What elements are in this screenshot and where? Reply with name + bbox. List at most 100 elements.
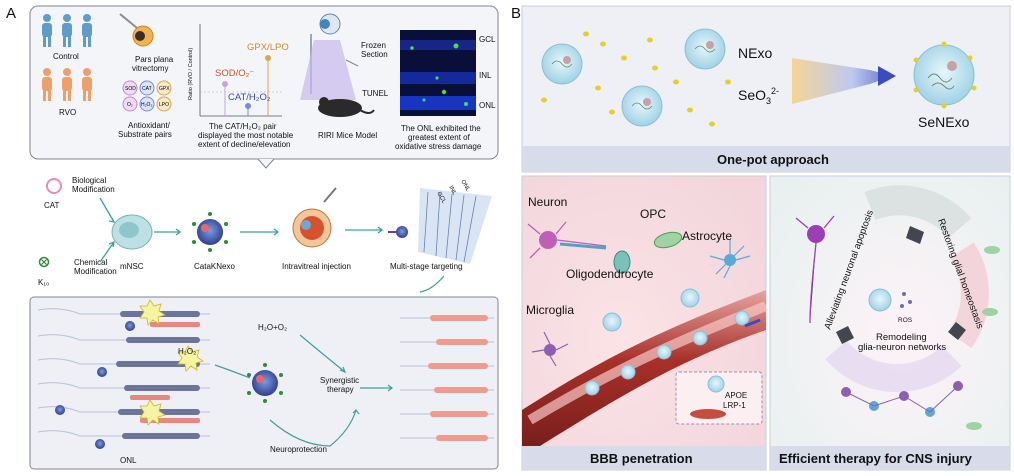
pairs-caption-line1: Antioxidant/ [128,121,171,130]
fusion-arrowhead [878,66,896,86]
k10-label: K₁₀ [38,278,49,287]
h2o-o2-label: H₂O+O₂ [258,323,287,332]
gcl-label: GCL [479,35,496,44]
neuroprotection-label: Neuroprotection [270,445,327,454]
lrp-label: LRP-1 [723,401,746,410]
remodeling-line2: glia-neuron networks [858,342,946,353]
tunel-image [400,30,476,116]
astrocyte-label: Astrocyte [682,229,732,243]
frozen-line1: Frozen [361,41,386,50]
therapy-blockers [836,226,966,344]
gpx-marker [265,55,271,61]
remodeling-line1: Remodeling [876,332,927,343]
seo3-superscript: 2- [771,86,779,96]
onl-caption-line2: greatest extent of [408,133,471,142]
fusion-arrow [792,58,892,104]
vessel-exos [584,288,750,396]
multistage-label: Multi-stage targeting [390,262,462,271]
astrocyte-cell-icon [709,240,751,279]
therapy-ring-right [948,242,989,349]
pair-chip: LPO [159,102,169,108]
nexo-vesicles [541,28,726,127]
therapy-ring-bottom [825,340,962,392]
nexo-label: NExo [738,45,772,61]
cat-ring-icon [46,178,62,194]
mnsc-label: mNSC [120,262,144,271]
chem-mod-line2: Modification [74,267,117,276]
rvo-label: RVO [59,108,76,117]
catak-label: CataKNexo [194,262,235,271]
mice-caption: RIRI Mice Model [318,131,377,140]
catakn-exo-icon [192,212,228,252]
cat-h2o2-label: CAT/H₂O₂ [228,92,271,103]
pair-chip: O₂ [127,102,133,108]
sod-marker [222,81,228,87]
bbb-label: BBB penetration [590,451,693,466]
opc-cell-icon [653,231,683,249]
intravitreal-eye-icon [292,187,337,248]
central-exo-icon [247,363,283,403]
therapy-label: Efficient therapy for CNS injury [779,451,973,466]
pair-chip: H₂O₂ [141,102,152,108]
vitrectomy-line1: Pars plana [135,55,174,64]
ratio-caption-line3: extent of decline/elevation [198,140,291,149]
fan-gcl-label: GCL [435,191,447,205]
ros-label: ROS [898,317,913,324]
frozen-line2: Section [361,50,388,59]
h2o2-label: H₂O₂ [178,347,196,356]
therapy-arrows [214,334,393,447]
fan-inl-label: INL [447,185,457,197]
therapy-center-exo [868,288,912,312]
bio-mod-line1: Biological [72,176,106,185]
neuron-cell-icon [527,221,607,259]
onl-bottom-label: ONL [120,456,137,465]
k10-icon [38,256,50,268]
one-pot-band [522,146,1010,172]
one-pot-label: One-pot approach [717,152,829,167]
synergistic-line2: therapy [327,385,354,394]
panel-b-letter: B [511,5,521,22]
antioxidant-pairs-grid: SOD CAT GPX O₂ H₂O₂ LPO [122,80,172,112]
onl-caption-line3: oxidative stress damage [395,142,482,151]
seo3-base: SeO [738,87,766,103]
mnsc-cell-icon [111,214,153,250]
control-label: Control [53,52,79,61]
chem-mod-line1: Chemical [74,258,108,267]
onl-caption-line1: The ONL exhibited the [401,124,481,133]
inl-label: INL [479,71,492,80]
therapy-ring-top [864,185,972,239]
inset-exo [707,375,725,393]
fan-onl-label: ONL [459,179,471,193]
mouse-eye-icon [300,13,375,117]
seo3-dots [541,31,731,127]
therapy-neuron-icon [795,215,835,324]
therapy-band [770,446,1010,470]
ratio-axis-label: Ratio (RVO / Control) [188,48,194,100]
neuron-label: Neuron [528,195,567,209]
vessel-lumen [527,301,768,425]
microglia-cell-icon [531,331,569,367]
photoreceptor-left-group [37,299,210,449]
seo3-label: SeO32- [738,86,779,106]
seo3-subscript: 3 [766,96,771,106]
tunel-label: TUNEL [362,89,389,98]
pairs-caption-line2: Substrate pairs [118,130,172,139]
rvo-people-icon [42,68,92,101]
microglia-label: Microglia [526,303,574,317]
gpx-lpo-label: GPX/LPO [247,42,289,53]
senexo-vesicle [913,41,977,109]
bbb-band [522,446,766,470]
oligodendrocyte-cell-icon [613,250,631,274]
panel-a-letter: A [6,5,16,22]
bio-mod-line2: Modification [72,185,115,194]
cat-label: CAT [44,201,60,210]
oligodendrocyte-label: Oligodendrocyte [566,267,654,281]
mod-arrows [99,197,384,263]
ratio-caption-line1: The CAT/H₂O₂ pair [209,122,277,131]
eye-syringe-icon [119,13,154,47]
down-arrow [419,275,445,293]
ratio-caption-line2: displayed the most notable [198,131,294,140]
inset-cell [690,409,726,419]
pair-chip: SOD [125,86,136,92]
